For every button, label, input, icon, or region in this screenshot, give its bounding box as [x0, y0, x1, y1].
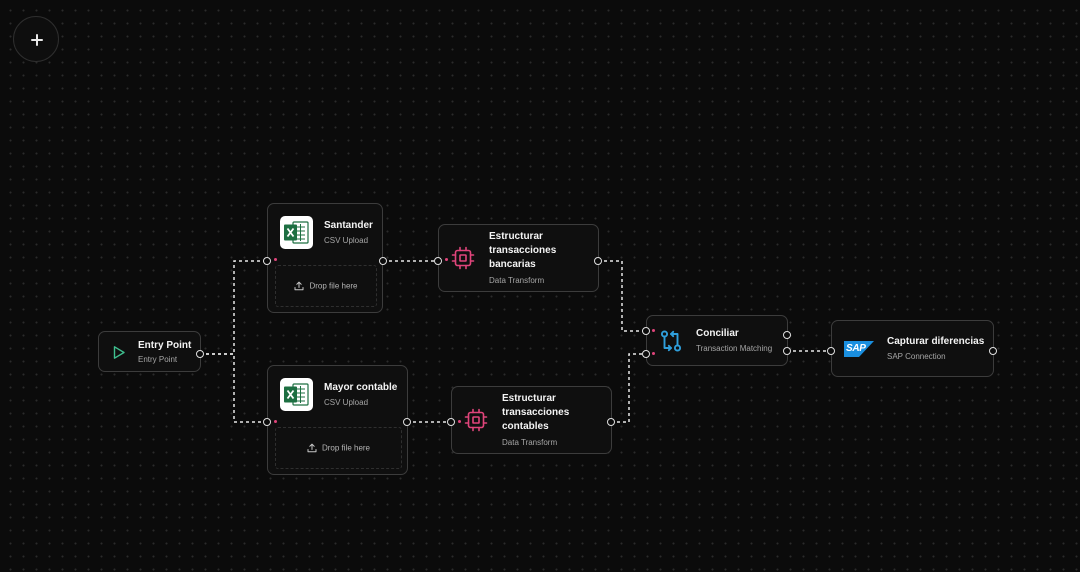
output-handle-conciliar-a[interactable] [783, 331, 791, 339]
node-santander-upload[interactable]: Santander CSV Upload Drop file here [267, 203, 383, 313]
output-handle-transform-bank[interactable] [594, 257, 602, 265]
node-title: Mayor contable [324, 382, 398, 393]
input-handle-sap[interactable] [827, 347, 835, 355]
dropzone-label: Drop file here [309, 281, 358, 291]
required-indicator [273, 257, 277, 261]
add-node-button[interactable] [13, 16, 59, 62]
excel-icon [280, 378, 313, 411]
node-subtitle: Data Transform [489, 276, 545, 285]
node-title: Entry Point [138, 340, 192, 351]
node-title: Conciliar [696, 328, 739, 339]
edge-transform-bank-conciliar[interactable] [598, 260, 646, 332]
node-title-line: bancarias [489, 259, 536, 270]
excel-icon [280, 216, 313, 249]
node-subtitle: CSV Upload [324, 398, 369, 407]
required-indicator [457, 419, 461, 423]
output-handle-entry[interactable] [196, 350, 204, 358]
node-entry-point[interactable]: Entry Point Entry Point [98, 331, 201, 372]
required-indicator [651, 328, 655, 332]
output-handle-santander[interactable] [379, 257, 387, 265]
input-handle-santander[interactable] [263, 257, 271, 265]
edge-transform-ledger-conciliar[interactable] [611, 353, 646, 423]
output-handle-conciliar-b[interactable] [783, 347, 791, 355]
node-title-line: transacciones [502, 407, 570, 418]
node-title-line: Estructurar [489, 231, 543, 242]
file-dropzone[interactable]: Drop file here [275, 427, 402, 469]
sap-logo-text: SAP [846, 343, 866, 354]
edge-entry-mayor[interactable] [200, 353, 267, 423]
input-handle-transform-bank[interactable] [434, 257, 442, 265]
input-handle-transform-ledger[interactable] [447, 418, 455, 426]
input-handle-conciliar-a[interactable] [642, 327, 650, 335]
output-handle-mayor[interactable] [403, 418, 411, 426]
node-title-line: transacciones [489, 245, 557, 256]
sap-logo [844, 341, 874, 357]
output-handle-sap[interactable] [989, 347, 997, 355]
node-title-line: Estructurar [502, 393, 556, 404]
required-indicator [651, 351, 655, 355]
edge-entry-santander[interactable] [200, 260, 267, 355]
upload-icon [294, 281, 304, 291]
node-transform-contables[interactable]: Estructurar transacciones contables Data… [451, 386, 612, 454]
node-conciliar[interactable]: Conciliar Transaction Matching [646, 315, 788, 366]
git-compare-icon [660, 330, 682, 352]
node-title: Santander [324, 220, 373, 231]
node-sap-capturar[interactable]: SAP Capturar diferencias SAP Connection [831, 320, 994, 377]
input-handle-mayor[interactable] [263, 418, 271, 426]
input-handle-conciliar-b[interactable] [642, 350, 650, 358]
node-subtitle: Entry Point [138, 355, 178, 364]
chip-icon [464, 408, 488, 432]
required-indicator [273, 419, 277, 423]
file-dropzone[interactable]: Drop file here [275, 265, 377, 307]
node-subtitle: SAP Connection [887, 352, 946, 361]
play-icon [113, 346, 125, 359]
node-subtitle: CSV Upload [324, 236, 369, 245]
output-handle-transform-ledger[interactable] [607, 418, 615, 426]
node-subtitle: Transaction Matching [696, 344, 773, 353]
node-transform-bancarias[interactable]: Estructurar transacciones bancarias Data… [438, 224, 599, 292]
node-mayor-contable-upload[interactable]: Mayor contable CSV Upload Drop file here [267, 365, 408, 475]
node-title: Capturar diferencias [887, 336, 985, 347]
chip-icon [451, 246, 475, 270]
upload-icon [307, 443, 317, 453]
node-subtitle: Data Transform [502, 438, 558, 447]
required-indicator [444, 257, 448, 261]
node-title-line: contables [502, 421, 549, 432]
dropzone-label: Drop file here [321, 443, 371, 453]
